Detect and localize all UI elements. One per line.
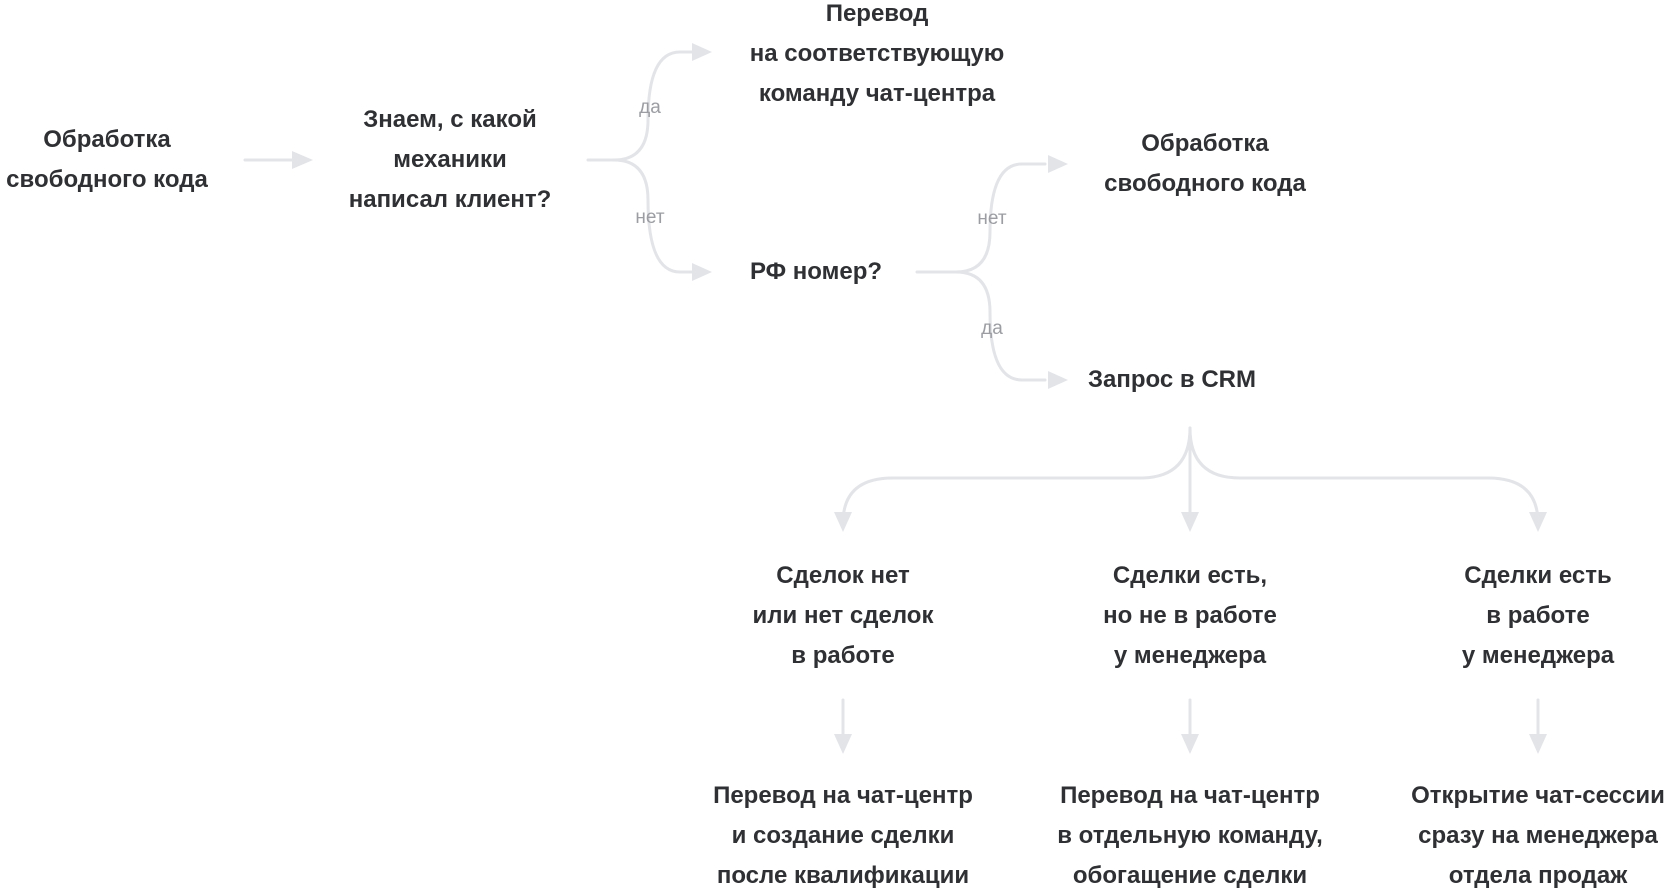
node-text-line: Перевод [825, 0, 929, 27]
connector-decision-branch-no [612, 158, 705, 274]
node-text-line: отдела продаж [1448, 862, 1628, 889]
connector-rf-branch-yes [954, 270, 1047, 382]
node-text-line: свободного кода [6, 166, 208, 193]
node-free-code-second: Обработка свободного кода [1090, 124, 1320, 204]
node-text-line: Обработка [43, 126, 171, 153]
node-text-line: Сделки есть [1464, 562, 1612, 589]
edge-label-rf-yes: да [981, 318, 1003, 339]
node-decision-rf-number: РФ номер? [736, 252, 896, 292]
node-text-line: механики [393, 146, 507, 173]
node-free-code-start: Обработка свободного кода [0, 120, 214, 200]
arrowhead-start-to-decision [292, 151, 313, 169]
node-case-deals-not-in-work: Сделки есть, но не в работе у менеджера [1070, 556, 1310, 676]
arrowhead-to-case-3 [1529, 512, 1547, 532]
edge-label-rf-no: нет [977, 208, 1007, 229]
arrowhead-to-free-code-2 [1048, 155, 1068, 173]
node-text-line: но не в работе [1103, 602, 1277, 629]
node-crm-request: Запрос в CRM [1088, 360, 1288, 400]
node-text-line: Запрос в CRM [1088, 366, 1256, 393]
arrowhead-to-rf-decision [692, 263, 712, 281]
node-text-line: Перевод на чат-центр [1060, 782, 1320, 809]
node-text-line: на соответствующую [749, 40, 1005, 67]
arrowhead-to-crm-request [1048, 371, 1068, 389]
node-text-line: в работе [791, 642, 895, 669]
arrowhead-to-outcome-1 [834, 734, 852, 754]
connector-rf-branch-no [915, 162, 1047, 274]
arrowhead-to-outcome-2 [1181, 734, 1199, 754]
node-text-line: сразу на менеджера [1418, 822, 1658, 849]
node-text-line: обогащение сделки [1072, 862, 1308, 889]
node-text-line: после квалификации [716, 862, 970, 889]
node-case-deals-in-work: Сделки есть в работе у менеджера [1418, 556, 1658, 676]
node-case-no-deals: Сделок нет или нет сделок в работе [723, 556, 963, 676]
connector-decision-branch-yes [586, 50, 705, 162]
node-text-line: Перевод на чат-центр [713, 782, 973, 809]
node-text-line: Открытие чат-сессии [1411, 782, 1665, 809]
node-text-line: команду чат-центра [758, 80, 996, 107]
arrowhead-to-outcome-3 [1529, 734, 1547, 754]
node-text-line: у менеджера [1113, 642, 1267, 669]
node-outcome-create-deal: Перевод на чат-центр и создание сделки п… [688, 776, 998, 894]
node-text-line: в отдельную команду, [1057, 822, 1323, 849]
node-decision-known-mechanic: Знаем, с какой механики написал клиент? [330, 100, 570, 220]
node-text-line: написал клиент? [348, 186, 552, 213]
node-text-line: Сделки есть, [1112, 562, 1268, 589]
arrowhead-to-case-1 [834, 512, 852, 532]
arrowhead-to-transfer-team [692, 43, 712, 61]
node-text-line: в работе [1486, 602, 1590, 629]
node-text-line: у менеджера [1461, 642, 1615, 669]
node-text-line: или нет сделок [752, 602, 934, 629]
connector-crm-to-case-3 [1188, 426, 1540, 525]
arrowhead-to-case-2 [1181, 512, 1199, 532]
node-outcome-manager-session: Открытие чат-сессии сразу на менеджера о… [1388, 776, 1672, 894]
edge-label-mechanic-no: нет [635, 207, 665, 228]
node-outcome-separate-team: Перевод на чат-центр в отдельную команду… [1035, 776, 1345, 894]
connector-crm-to-case-1 [841, 426, 1192, 525]
node-text-line: Обработка [1141, 130, 1269, 157]
node-text-line: и создание сделки [731, 822, 955, 849]
node-text-line: Сделок нет [776, 562, 910, 589]
edge-label-mechanic-yes: да [639, 97, 661, 118]
node-text-line: Знаем, с какой [363, 106, 537, 133]
node-text-line: РФ номер? [749, 258, 883, 285]
node-transfer-to-team: Перевод на соответствующую команду чат-ц… [727, 0, 1027, 114]
node-text-line: свободного кода [1104, 170, 1306, 197]
